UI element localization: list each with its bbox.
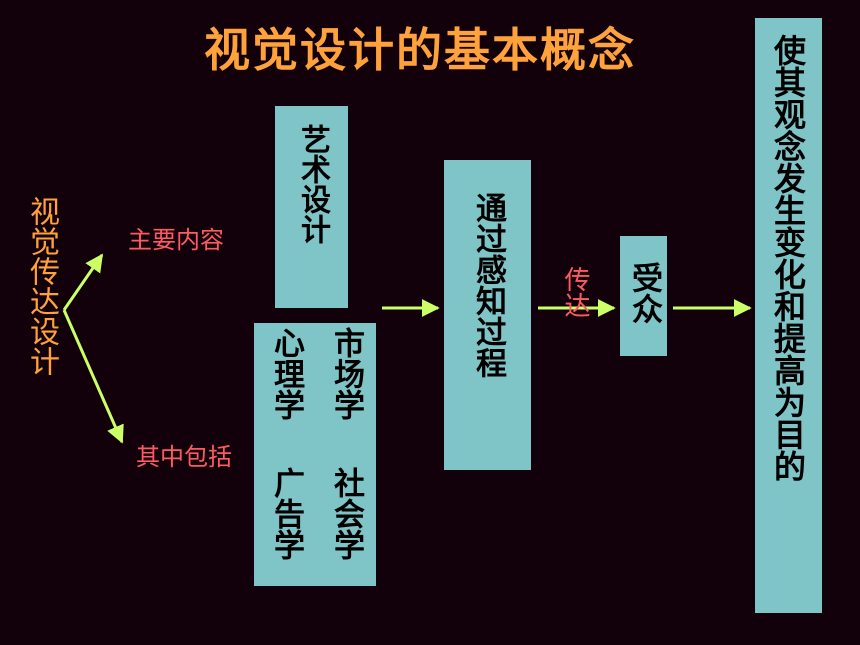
goal-text: 使其观念发生变化和提高为目的 xyxy=(769,34,807,482)
perception-text: 通过感知过程 xyxy=(470,192,506,378)
branch-label-includes: 其中包括 xyxy=(136,443,232,471)
box-goal: 使其观念发生变化和提高为目的 xyxy=(755,18,822,613)
discipline-sociology: 社会学 xyxy=(328,467,364,560)
box-disciplines: 市场学 心理学 社会学 广告学 xyxy=(254,323,376,586)
branch-arrow-down xyxy=(62,309,124,444)
branch-label-main-content: 主要内容 xyxy=(128,226,224,254)
box-audience: 受众 xyxy=(620,236,667,356)
discipline-psychology: 心理学 xyxy=(268,327,304,420)
discipline-marketing: 市场学 xyxy=(328,327,364,420)
left-term-visual-communication-design: 视觉传达设计 xyxy=(24,196,59,376)
audience-text: 受众 xyxy=(626,262,662,324)
box-perception-process: 通过感知过程 xyxy=(444,160,531,470)
discipline-advertising: 广告学 xyxy=(268,467,304,560)
branch-arrow-up xyxy=(62,253,104,311)
art-design-text: 艺术设计 xyxy=(295,124,330,244)
box-art-design: 艺术设计 xyxy=(275,106,348,308)
connector-label-convey: 传达 xyxy=(560,266,590,318)
slide-title: 视觉设计的基本概念 xyxy=(204,23,636,77)
